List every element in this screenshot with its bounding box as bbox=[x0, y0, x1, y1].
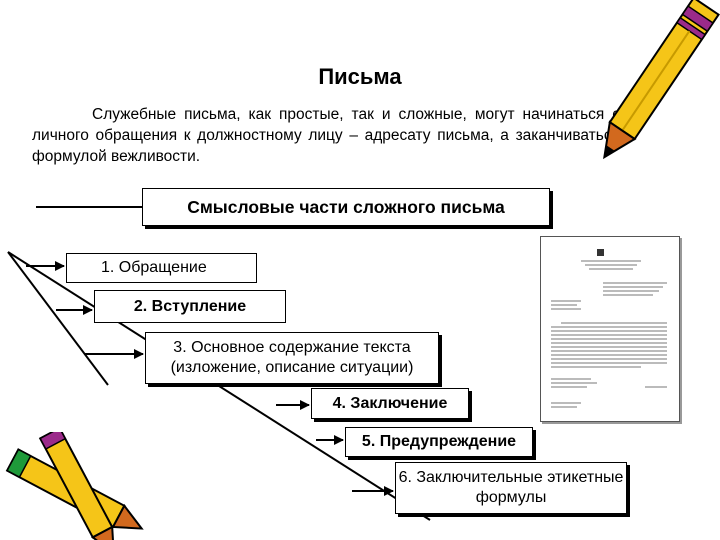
step-3-box: 3. Основное содержание текста (изложение… bbox=[145, 332, 439, 384]
pencil-icon bbox=[603, 0, 720, 160]
intro-paragraph: Служебные письма, как простые, так и сло… bbox=[32, 106, 620, 165]
letter-document-icon bbox=[540, 236, 680, 422]
step-1-box: 1. Обращение bbox=[66, 253, 257, 283]
diagonal-spine bbox=[7, 251, 431, 521]
step-5-box: 5. Предупреждение bbox=[345, 427, 533, 457]
header-box: Смысловые части сложного письма bbox=[142, 188, 550, 226]
step-2-box: 2. Вступление bbox=[94, 290, 286, 323]
step-4-box: 4. Заключение bbox=[311, 388, 469, 419]
pencils-icon bbox=[5, 432, 144, 540]
diagonal-spine-left bbox=[7, 251, 109, 386]
page-title: Письма bbox=[318, 64, 402, 89]
step-6-box: 6. Заключительные этикетные формулы bbox=[395, 462, 627, 514]
